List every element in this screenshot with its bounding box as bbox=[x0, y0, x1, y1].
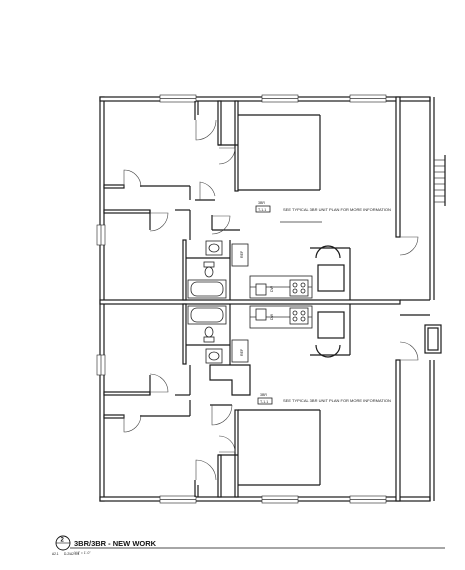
drawing-title: 3BR/3BR - NEW WORK bbox=[74, 539, 157, 548]
exterior-stair bbox=[400, 155, 446, 354]
upper-unit-tag-ref: T-1.1 bbox=[258, 208, 266, 212]
lower-unit-tag-label: 3BR bbox=[260, 393, 267, 397]
windows bbox=[96, 94, 387, 504]
appliance-labels: REF REF DW DW bbox=[240, 250, 274, 356]
plumbing-fixtures bbox=[187, 240, 309, 364]
upper-unit-tag-label: 3BR bbox=[258, 201, 265, 205]
upper-dw-label: DW bbox=[270, 285, 274, 292]
upper-unit-note: SEE TYPICAL 3BR UNIT PLAN FOR MORE INFOR… bbox=[283, 207, 391, 212]
lower-unit-tag: 3BR T-1.1 SEE TYPICAL 3BR UNIT PLAN FOR … bbox=[257, 393, 391, 405]
drawing-number: 2 bbox=[61, 538, 65, 544]
sheet-reference: A2.1 bbox=[52, 552, 59, 556]
exterior-walls bbox=[99, 96, 435, 502]
center-column bbox=[315, 245, 341, 358]
doors bbox=[123, 119, 419, 481]
alt-reference: D-2/A2.3.4 bbox=[64, 552, 79, 556]
drawing-scale: 1/4" = 1'-0" bbox=[74, 551, 91, 555]
lower-unit-note: SEE TYPICAL 3BR UNIT PLAN FOR MORE INFOR… bbox=[283, 398, 391, 403]
lower-ref-label: REF bbox=[240, 348, 244, 356]
upper-unit-walls bbox=[103, 100, 351, 301]
upper-ref-label: REF bbox=[240, 250, 244, 258]
title-block: 2 A2.1 D-2/A2.3.4 3BR/3BR - NEW WORK 1/4… bbox=[52, 535, 445, 556]
lower-dw-label: DW bbox=[270, 313, 274, 320]
upper-unit-tag: 3BR T-1.1 SEE TYPICAL 3BR UNIT PLAN FOR … bbox=[255, 201, 391, 213]
lower-unit-tag-ref: T-1.1 bbox=[260, 400, 268, 404]
